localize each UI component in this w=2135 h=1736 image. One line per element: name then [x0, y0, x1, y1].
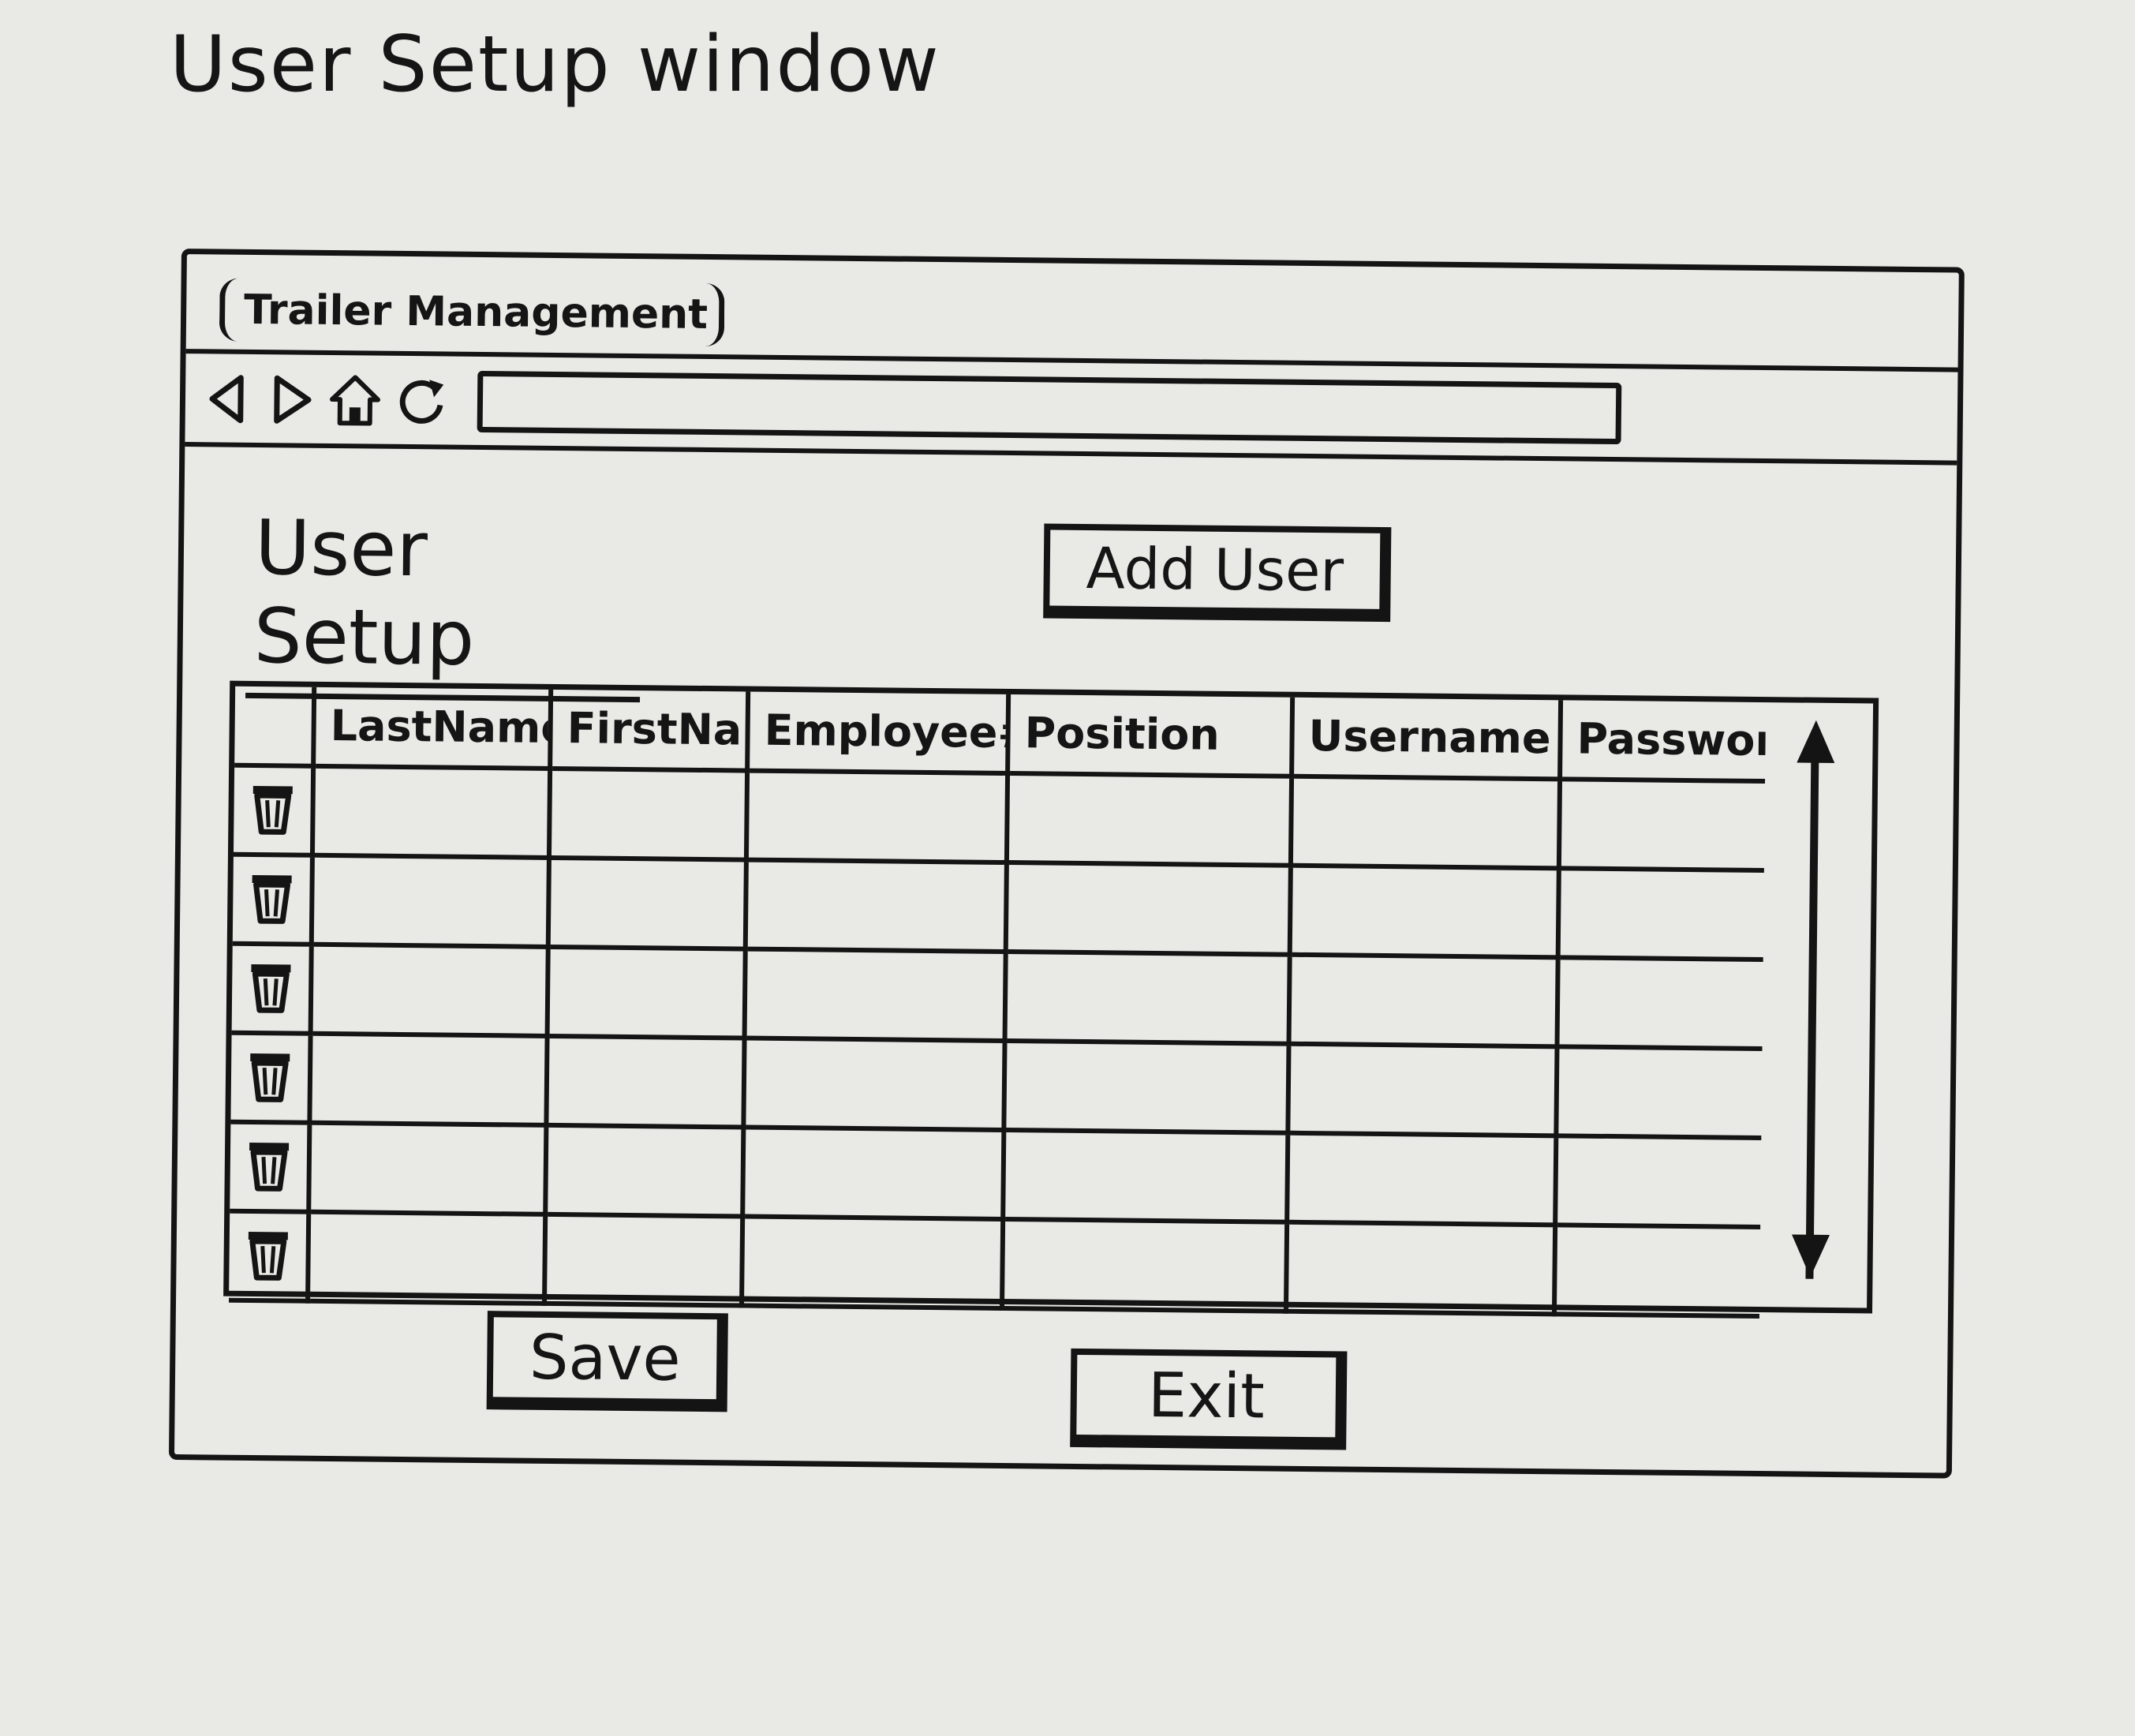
- table-cell-position[interactable]: [1004, 951, 1290, 1044]
- table-cell-password[interactable]: [1557, 957, 1763, 1049]
- table-cell-employee-number[interactable]: [743, 1038, 1005, 1130]
- save-button[interactable]: Save: [486, 1311, 728, 1412]
- table-cell-lastname[interactable]: [308, 1122, 547, 1214]
- table-cell-lastname[interactable]: [312, 765, 551, 858]
- table-row: [230, 1121, 1762, 1228]
- trash-icon[interactable]: [249, 871, 295, 924]
- delete-row-button[interactable]: [230, 1121, 310, 1212]
- back-arrow-icon[interactable]: [201, 371, 257, 427]
- table-cell-firstname[interactable]: [544, 1214, 743, 1306]
- home-icon[interactable]: [327, 372, 383, 428]
- table-cell-employee-number[interactable]: [742, 1127, 1004, 1219]
- add-user-button[interactable]: Add User: [1043, 523, 1392, 623]
- delete-row-button[interactable]: [229, 1210, 309, 1301]
- table-row: [232, 854, 1764, 960]
- table-cell-password[interactable]: [1554, 1225, 1761, 1317]
- trash-icon[interactable]: [245, 1228, 291, 1281]
- table-cell-lastname[interactable]: [308, 1211, 546, 1304]
- table-cell-employee-number[interactable]: [745, 859, 1007, 952]
- table-cell-lastname[interactable]: [309, 1033, 548, 1125]
- scroll-track[interactable]: [1805, 734, 1819, 1279]
- table-cell-employee-number[interactable]: [746, 770, 1008, 862]
- table-cell-username[interactable]: [1288, 1043, 1557, 1136]
- trash-icon[interactable]: [246, 1049, 293, 1102]
- table-row: [231, 943, 1763, 1049]
- forward-arrow-icon[interactable]: [264, 372, 320, 428]
- users-table: LastName FirstName Employee# Position Us…: [229, 686, 1767, 1319]
- column-header-lastname[interactable]: LastName: [313, 687, 552, 769]
- table-cell-password[interactable]: [1556, 1046, 1763, 1139]
- table-cell-firstname[interactable]: [548, 857, 746, 949]
- delete-row-button[interactable]: [231, 943, 312, 1034]
- page-title: User Setup: [245, 503, 642, 703]
- trash-icon[interactable]: [249, 782, 296, 835]
- table-cell-username[interactable]: [1289, 865, 1559, 958]
- table-cell-position[interactable]: [1005, 862, 1291, 955]
- column-header-username[interactable]: Username: [1292, 697, 1561, 780]
- delete-row-button[interactable]: [232, 854, 312, 945]
- table-cell-position[interactable]: [1003, 1129, 1288, 1222]
- table-cell-firstname[interactable]: [547, 946, 746, 1038]
- table-cell-username[interactable]: [1290, 776, 1561, 869]
- table-cell-lastname[interactable]: [310, 944, 548, 1036]
- navigation-bar: [185, 354, 1958, 466]
- column-header-employee-number[interactable]: Employee#: [747, 691, 1009, 774]
- tab-bar: Trailer Management: [185, 254, 1959, 372]
- table-cell-username[interactable]: [1285, 1222, 1556, 1315]
- table-cell-password[interactable]: [1557, 868, 1764, 960]
- table-cell-firstname[interactable]: [546, 1035, 745, 1128]
- vertical-scrollbar[interactable]: [1756, 702, 1873, 1308]
- table-cell-firstname[interactable]: [545, 1124, 744, 1217]
- table-cell-username[interactable]: [1288, 954, 1558, 1047]
- table-row: [230, 1032, 1763, 1139]
- column-header-password[interactable]: Password: [1560, 700, 1767, 782]
- table-cell-employee-number[interactable]: [742, 1216, 1004, 1308]
- column-header-position[interactable]: Position: [1008, 694, 1293, 776]
- exit-button[interactable]: Exit: [1070, 1348, 1348, 1450]
- table-row: [229, 1210, 1761, 1317]
- column-header-firstname[interactable]: FirstName: [550, 689, 749, 771]
- table-cell-position[interactable]: [1001, 1218, 1288, 1311]
- delete-column-header: [234, 686, 315, 766]
- table-cell-password[interactable]: [1558, 779, 1766, 871]
- table-cell-firstname[interactable]: [548, 768, 748, 860]
- browser-tab[interactable]: Trailer Management: [219, 278, 725, 347]
- users-table-container: LastName FirstName Employee# Position Us…: [223, 680, 1879, 1317]
- table-cell-password[interactable]: [1555, 1136, 1762, 1228]
- delete-row-button[interactable]: [233, 765, 314, 855]
- sketch-title: User Setup window: [170, 20, 940, 110]
- address-bar[interactable]: [477, 370, 1622, 445]
- table-cell-position[interactable]: [1006, 773, 1292, 866]
- table-cell-lastname[interactable]: [311, 855, 549, 947]
- delete-row-button[interactable]: [230, 1032, 311, 1123]
- table-cell-position[interactable]: [1004, 1040, 1289, 1133]
- scroll-down-arrow-icon[interactable]: [1788, 1231, 1833, 1279]
- table-cell-username[interactable]: [1287, 1132, 1557, 1225]
- scroll-up-arrow-icon[interactable]: [1793, 718, 1838, 766]
- trash-icon[interactable]: [245, 1139, 292, 1192]
- trash-icon[interactable]: [247, 960, 294, 1013]
- table-row: [233, 765, 1766, 871]
- refresh-icon[interactable]: [394, 373, 451, 429]
- browser-window: Trailer Management User Setup Add User: [168, 249, 1965, 1479]
- table-cell-employee-number[interactable]: [744, 948, 1006, 1041]
